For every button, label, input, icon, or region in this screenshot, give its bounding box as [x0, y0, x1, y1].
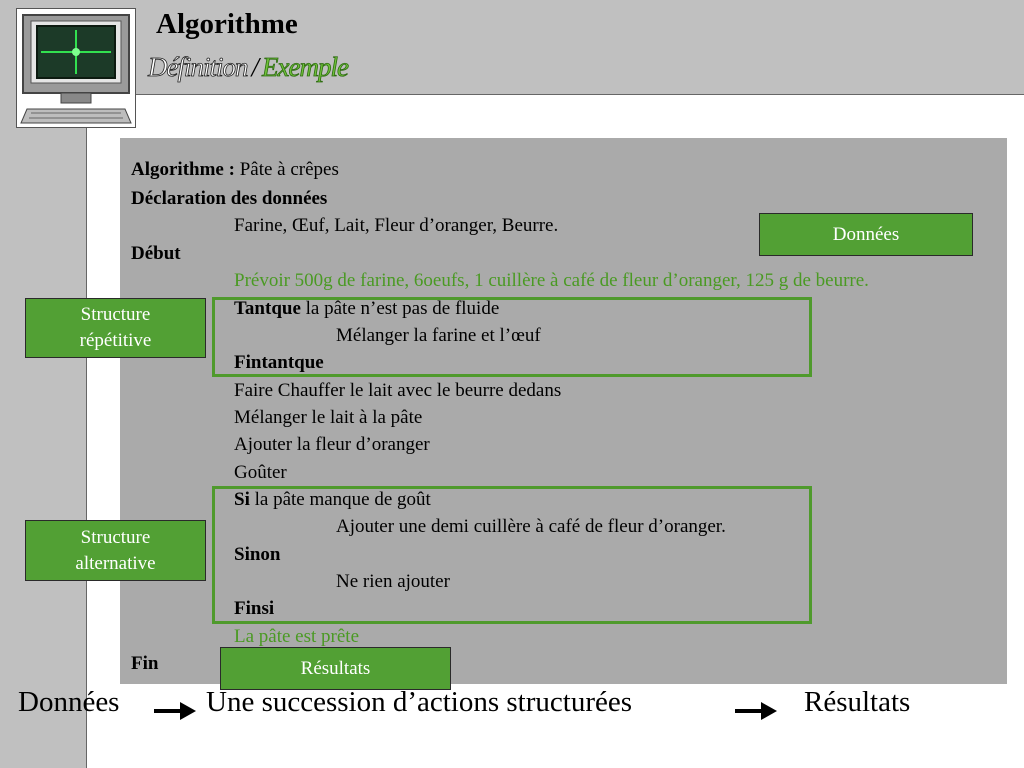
alternative-structure-label: Structure alternative [25, 520, 206, 581]
step-taste: Goûter [234, 462, 287, 483]
if-body: Ajouter une demi cuillère à café de fleu… [336, 516, 726, 537]
summary-process: Une succession d’actions structurées [206, 686, 633, 718]
subtitle-definition: Définition [148, 52, 249, 83]
logo [16, 8, 136, 128]
subtitle-example: Exemple [262, 52, 350, 83]
algorithm-heading-label: Algorithme : [131, 159, 235, 180]
if-condition: la pâte manque de goût [249, 489, 431, 510]
step-add: Ajouter la fleur d’oranger [234, 434, 430, 455]
step-heat: Faire Chauffer le lait avec le beurre de… [234, 380, 562, 401]
header-band [0, 0, 1024, 94]
if-keyword: Si [234, 489, 250, 510]
while-end: Fintantque [234, 352, 324, 373]
left-strip [0, 94, 86, 768]
declaration-label: Déclaration des données [131, 188, 328, 209]
alternative-structure-box [212, 486, 812, 624]
summary-output: Résultats [804, 686, 911, 718]
arrow-right-icon [154, 702, 196, 720]
repetitive-structure-box [212, 297, 812, 377]
while-condition: la pâte n’est pas de fluide [300, 298, 500, 319]
page-title: Algorithme [156, 8, 298, 40]
declaration-values: Farine, Œuf, Lait, Fleur d’oranger, Beur… [234, 215, 559, 236]
algorithm-heading-value: Pâte à crêpes [234, 159, 339, 180]
repetitive-label-line1: Structure [80, 304, 151, 325]
step-mix: Mélanger le lait à la pâte [234, 407, 423, 428]
computer-monitor-icon [20, 14, 132, 124]
resultats-label: Résultats [220, 647, 451, 690]
repetitive-label-line2: répétitive [79, 330, 152, 351]
end-label: Fin [131, 653, 159, 674]
arrow-right-icon [735, 702, 777, 720]
page-subtitle: Définition/Exemple [148, 52, 350, 83]
while-line: Tantque la pâte n’est pas de fluide [234, 297, 499, 321]
alternative-label-line1: Structure [80, 526, 151, 548]
else-body: Ne rien ajouter [336, 571, 450, 592]
prepare-line: Prévoir 500g de farine, 6oeufs, 1 cuillè… [234, 270, 869, 291]
donnees-label: Données [759, 213, 973, 256]
algorithm-heading: Algorithme : Pâte à crêpes [131, 158, 339, 182]
if-line: Si la pâte manque de goût [234, 488, 431, 512]
start-label: Début [131, 243, 181, 264]
resultats-label-text: Résultats [300, 657, 371, 679]
subtitle-separator: / [251, 52, 259, 82]
alternative-label-line2: alternative [75, 552, 156, 574]
while-keyword: Tantque [234, 298, 301, 319]
if-end: Finsi [234, 598, 275, 619]
donnees-label-text: Données [832, 223, 900, 245]
summary-input: Données [18, 686, 120, 718]
result-line: La pâte est prête [234, 626, 360, 647]
else-keyword: Sinon [234, 544, 281, 565]
repetitive-structure-label: Structure répétitive [25, 298, 206, 358]
while-body: Mélanger la farine et l’œuf [336, 325, 541, 346]
